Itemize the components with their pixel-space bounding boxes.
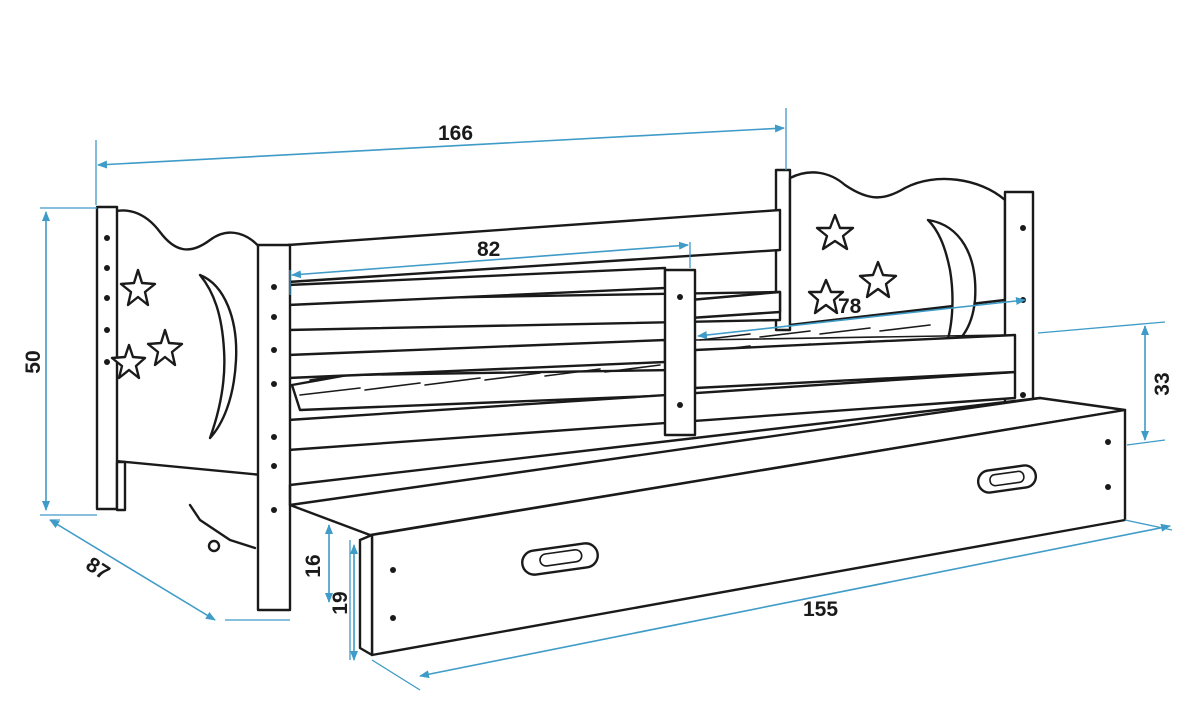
bed-drawing bbox=[95, 168, 1127, 657]
dimension-label-barrier-length: 82 bbox=[477, 238, 500, 261]
moon-icon bbox=[198, 273, 238, 440]
left-footboard bbox=[95, 205, 292, 612]
star-icon bbox=[858, 260, 898, 299]
star-icon bbox=[110, 343, 147, 380]
dimension-label-drawer-inner-height: 16 bbox=[302, 554, 325, 577]
dimension-label-side-height: 33 bbox=[1151, 372, 1174, 395]
dimension-label-depth: 87 bbox=[82, 553, 114, 585]
dimension-label-opening-length: 78 bbox=[838, 295, 862, 318]
star-icon bbox=[146, 328, 184, 367]
drawer-handle-icon bbox=[976, 464, 1038, 494]
dimension-label-total-length: 166 bbox=[438, 122, 473, 145]
dimension-label-drawer-height: 19 bbox=[329, 591, 352, 614]
star-icon bbox=[119, 268, 157, 307]
dimension-label-height: 50 bbox=[22, 350, 45, 373]
caster-wheel-icon bbox=[188, 503, 257, 553]
dimension-label-drawer-length: 155 bbox=[803, 598, 838, 621]
star-icon bbox=[815, 213, 855, 251]
right-headboard bbox=[774, 168, 1035, 409]
